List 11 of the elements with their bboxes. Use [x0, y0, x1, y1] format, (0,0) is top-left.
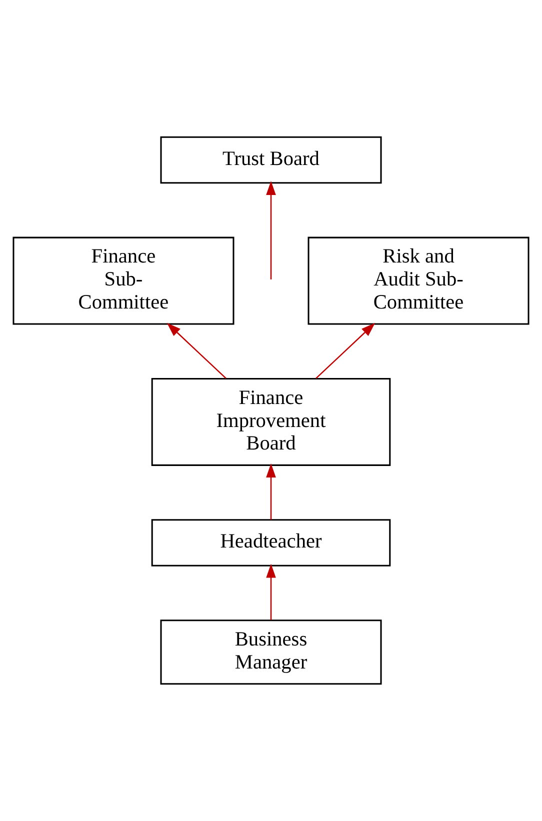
arrow — [266, 564, 276, 620]
node-box: Finance Improvement Board — [151, 378, 391, 466]
arrow — [266, 463, 276, 520]
node-box: Trust Board — [160, 136, 382, 184]
arrow — [266, 180, 276, 280]
arrow — [316, 322, 376, 379]
arrow — [166, 322, 226, 379]
node-box: Risk and Audit Sub-Committee — [308, 236, 530, 325]
node-box: Finance Sub-Committee — [12, 236, 234, 325]
node-box: Headteacher — [151, 519, 391, 566]
node-box: Business Manager — [160, 620, 382, 685]
